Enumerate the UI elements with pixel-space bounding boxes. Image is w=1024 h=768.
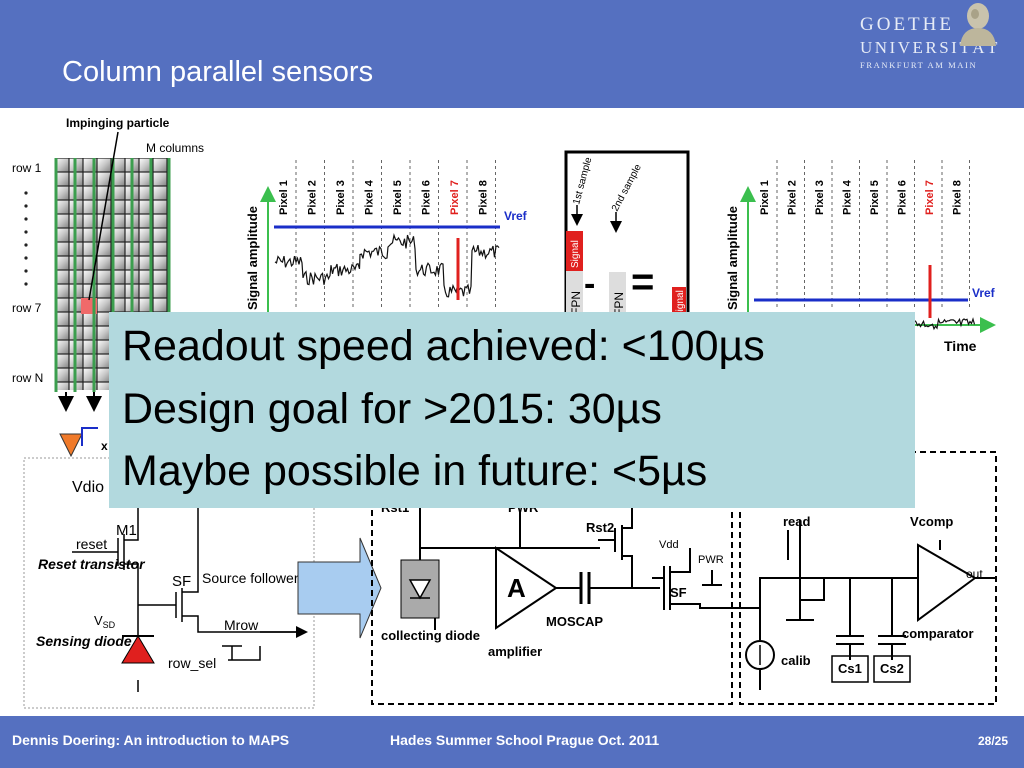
callout-line-2: Design goal for >2015: 30µs xyxy=(122,385,662,433)
reset-transistor-label: Reset transistor xyxy=(38,556,146,572)
vdd-label: Vdd xyxy=(659,539,679,551)
vcomp-label: Vcomp xyxy=(910,514,953,529)
footer-author: Dennis Doering: An introduction to MAPS xyxy=(12,732,290,748)
amplifier-a-label: A xyxy=(507,573,526,603)
plot1-pixel-label: Pixel 6 xyxy=(421,180,433,215)
m1-label: M1 xyxy=(116,522,137,539)
footer-page-number: 28/25 xyxy=(978,734,1009,748)
amplifier-icon xyxy=(495,546,558,630)
rst2-label: Rst2 xyxy=(586,520,614,535)
reset-label: reset xyxy=(76,536,107,552)
sensing-diode-icon xyxy=(121,635,155,664)
signal-plot-raw: Signal amplitude Pixel 1 Pixel 2 Pixel 3 Pi… xyxy=(245,160,528,320)
source-follower-label: Source follower xyxy=(202,570,299,586)
plot2-pixel-label: Pixel 7 xyxy=(924,180,936,215)
plot1-noise-trace xyxy=(274,233,500,298)
sf-label: SF xyxy=(172,573,191,590)
cds-equals: = xyxy=(631,260,654,304)
row-7-label: row 7 xyxy=(12,301,42,315)
slide-header: Column parallel sensors GOETHE UNIVERSIT… xyxy=(0,0,1024,108)
plot1-pixel-label: Pixel 1 xyxy=(278,180,290,215)
plot2-pixel-label: Pixel 8 xyxy=(952,180,964,215)
footer-event: Hades Summer School Prague Oct. 2011 xyxy=(390,732,660,748)
cds-fpn-1: FPN xyxy=(569,291,583,315)
plot2-vref-label: Vref xyxy=(972,286,996,300)
plot1-pixel-label: Pixel 4 xyxy=(364,179,376,215)
slide-footer: Dennis Doering: An introduction to MAPS … xyxy=(0,716,1024,768)
read-label: read xyxy=(783,514,811,529)
sensing-diode-label: Sensing diode xyxy=(36,633,132,649)
cds-result-signal: Signal xyxy=(675,290,686,318)
m-columns-label: M columns xyxy=(146,141,204,155)
plot2-pixel-label: Pixel 5 xyxy=(869,180,881,215)
calib-label: calib xyxy=(781,653,811,668)
cds-signal-block: Signal xyxy=(570,240,581,268)
vdiode-label: Vdio xyxy=(72,479,104,496)
plot2-pixel-label: Pixel 4 xyxy=(842,179,854,215)
row-sel-label: row_sel xyxy=(168,655,216,671)
flow-arrow-icon xyxy=(297,537,382,639)
out-label: out xyxy=(966,567,983,581)
plot2-ylabel: Signal amplitude xyxy=(725,206,740,310)
callout-line-1: Readout speed achieved: <100µs xyxy=(122,322,765,370)
cds-minus: - xyxy=(584,265,595,303)
goethe-portrait-icon xyxy=(960,3,996,46)
row-n-label: row N xyxy=(12,371,43,385)
plot1-pixel-label: Pixel 5 xyxy=(392,180,404,215)
comparator-icon xyxy=(917,543,977,622)
cs2-label: Cs2 xyxy=(880,661,904,676)
plot2-pixel-label: Pixel 1 xyxy=(759,180,771,215)
plot1-pixel-label: Pixel 7 xyxy=(449,180,461,215)
signal-plot-cds: Signal amplitude Pixel 1 Pixel 2 Pixel 3 Pi… xyxy=(725,160,996,354)
plot2-pixel-label: Pixel 6 xyxy=(897,180,909,215)
plot1-pixel-label: Pixel 8 xyxy=(478,180,490,215)
comparator-label: comparator xyxy=(902,626,974,641)
sf-column-label: SF xyxy=(670,585,687,600)
mrow-label: Mrow xyxy=(224,617,259,633)
slide-title: Column parallel sensors xyxy=(62,56,374,88)
cs1-label: Cs1 xyxy=(838,661,862,676)
collecting-diode-label: collecting diode xyxy=(381,628,480,643)
row-1-label: row 1 xyxy=(12,161,42,175)
callout-line-3: Maybe possible in future: <5µs xyxy=(122,447,708,495)
row-ellipsis-dots xyxy=(24,191,28,286)
moscap-label: MOSCAP xyxy=(546,614,603,629)
cds-fpn-2: FPN xyxy=(612,292,626,316)
logo-line-3: FRANKFURT AM MAIN xyxy=(860,60,978,70)
impinging-particle-label: Impinging particle xyxy=(66,116,170,130)
plot2-pixel-label: Pixel 3 xyxy=(814,180,826,215)
plot1-pixel-label: Pixel 3 xyxy=(335,180,347,215)
plot2-pixel-label: Pixel 2 xyxy=(787,180,799,215)
particle-track xyxy=(88,131,119,301)
plot1-vref-label: Vref xyxy=(504,209,528,223)
pwr-label: PWR xyxy=(698,554,724,566)
amplifier-label: amplifier xyxy=(488,644,542,659)
plot2-time-label: Time xyxy=(944,338,977,354)
cds-diagram: 1st sample 2nd sample Signal FPN FPN - =… xyxy=(564,150,690,329)
column-readout-circuit: Rst1 PWR A Rst2 Vdd PWR SF MOSCAP col xyxy=(371,451,997,705)
column-amplifier-icon xyxy=(59,433,83,458)
plot1-ylabel: Signal amplitude xyxy=(245,206,260,310)
svg-text:x: x xyxy=(101,439,108,453)
plot1-pixel-label: Pixel 2 xyxy=(307,180,319,215)
readout-speed-callout: Readout speed achieved: <100µs Design go… xyxy=(109,312,915,508)
vsd-label: VSD xyxy=(94,613,116,630)
logo-line-1: GOETHE xyxy=(860,14,954,35)
